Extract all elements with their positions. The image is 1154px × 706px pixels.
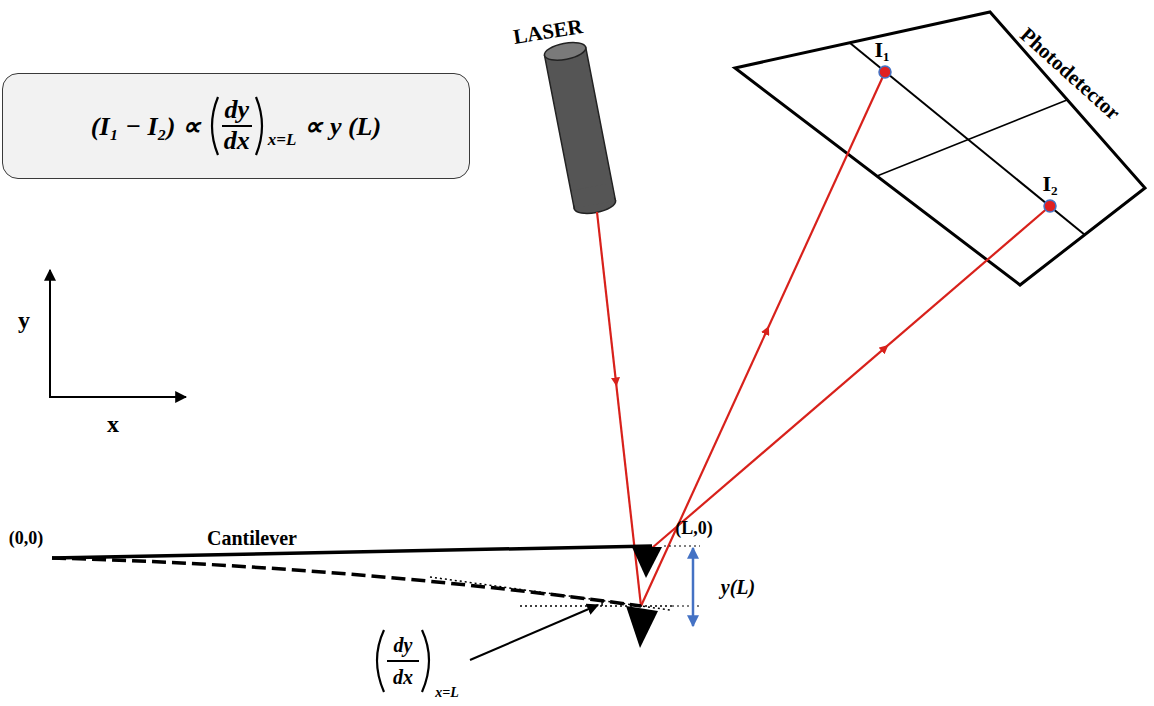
fraction-bar	[222, 125, 252, 127]
fraction-denominator: dx	[222, 127, 252, 156]
leader-arrow	[470, 605, 598, 660]
axis-label: x	[107, 412, 119, 436]
part-label: Cantilever	[207, 528, 297, 548]
y-axis	[49, 270, 51, 397]
laser-cylinder	[572, 183, 615, 208]
math-label: dy	[394, 635, 413, 655]
x-axis	[49, 396, 186, 398]
deflected-tip	[626, 606, 658, 648]
axis-label: y	[18, 308, 30, 332]
coordinate-label: (0,0)	[9, 529, 44, 547]
bracket	[253, 94, 267, 158]
signal-label: I₂	[1042, 173, 1057, 195]
beam-direction	[641, 330, 767, 606]
deflected-cantilever	[52, 558, 641, 606]
cantilever-tip	[632, 547, 662, 578]
dimension-label: y(L)	[721, 577, 755, 597]
reference-line	[664, 546, 700, 547]
formula-text: (I₁ − I₂) ∝	[91, 111, 201, 142]
reference-line	[672, 606, 700, 607]
beam-spot	[879, 66, 891, 78]
math-subscript: x=L	[435, 686, 459, 700]
bracket-stroke	[256, 97, 262, 155]
signal-label: I₁	[874, 39, 889, 61]
formula-subscript: x=L	[268, 130, 297, 150]
deflection-arrow	[692, 548, 695, 626]
angle-arc	[601, 600, 603, 606]
reflected-beam	[652, 206, 1050, 548]
photodetector-label: Photodetector	[1016, 24, 1124, 124]
bracket	[377, 630, 384, 692]
quadrant-divider	[877, 100, 1067, 176]
beam-spot	[1044, 200, 1056, 212]
tangent-line	[430, 577, 670, 610]
bracket	[207, 94, 221, 158]
formula-text: ∝ y (L)	[304, 111, 381, 142]
bracket	[422, 630, 429, 692]
fraction-numerator: dy	[223, 96, 252, 125]
laser-label: LASER	[512, 16, 584, 48]
cantilever-beam	[52, 546, 652, 558]
coordinate-label: (L,0)	[675, 519, 713, 537]
math-label: dx	[393, 667, 413, 687]
beam-direction	[597, 212, 616, 382]
fraction: dydx	[222, 96, 252, 155]
beam-direction	[652, 348, 885, 548]
quadrant-divider	[850, 43, 1085, 235]
photodetector-plate	[735, 12, 1145, 285]
bracket-stroke	[212, 97, 218, 155]
laser-cylinder	[545, 47, 616, 208]
formula-box: (I₁ − I₂) ∝ dydx x=L ∝ y (L)	[2, 73, 470, 179]
laser-top	[543, 40, 587, 64]
fraction-bar	[387, 660, 419, 662]
laser-body	[543, 40, 617, 217]
